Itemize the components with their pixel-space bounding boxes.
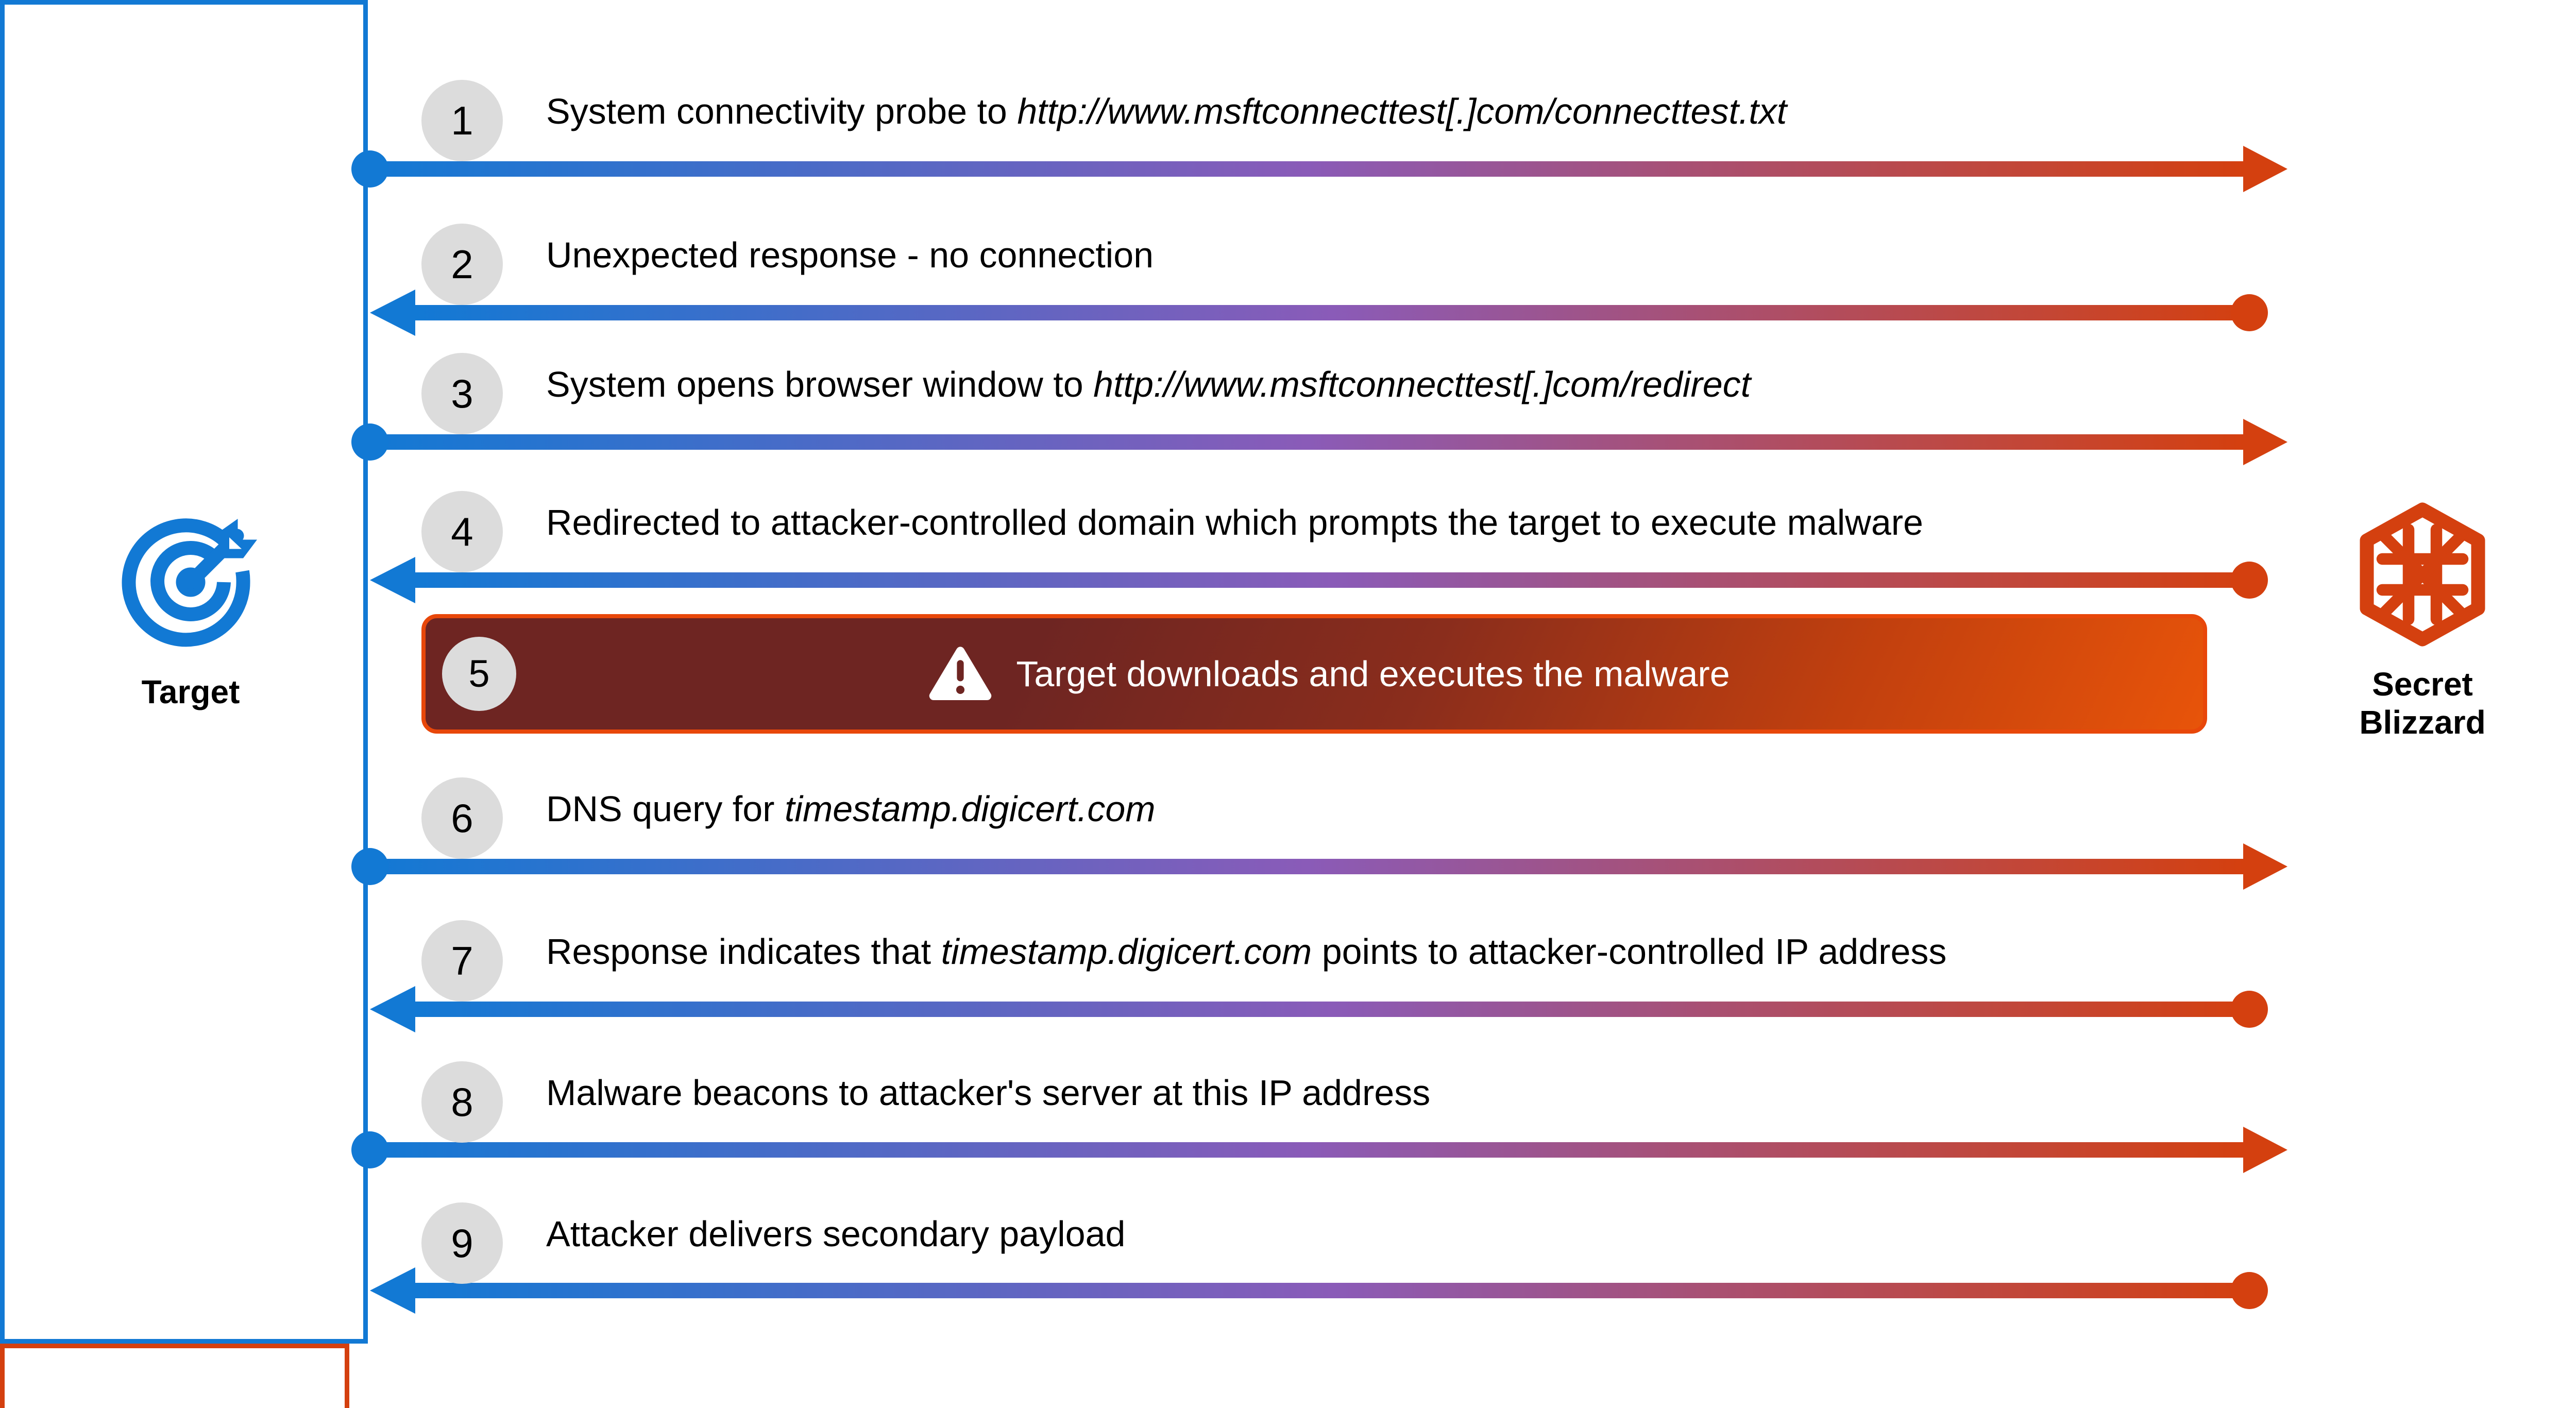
step-row-9: 9 Attacker delivers secondary payload (0, 1202, 2576, 1285)
step-number-badge: 7 (421, 920, 503, 1002)
step-row-4: 4 Redirected to attacker-controlled doma… (0, 491, 2576, 573)
step-number-badge: 8 (421, 1061, 503, 1143)
arrow-step-6 (351, 843, 2287, 890)
arrow-step-2 (370, 290, 2268, 336)
actor-target: Target (11, 505, 370, 711)
alert-label: Target downloads and executes the malwar… (1016, 654, 1730, 694)
step-row-6: 6 DNS query for timestamp.digicert.com (0, 777, 2576, 860)
arrow-step-3 (351, 419, 2287, 465)
step-label: System opens browser window to http://ww… (546, 364, 1751, 404)
step-row-5-alert: 5 Target downloads and executes the malw… (421, 614, 2207, 734)
alert-content: Target downloads and executes the malwar… (453, 644, 2203, 704)
step-label: Unexpected response - no connection (546, 235, 1154, 275)
actor-lane-attacker (0, 1344, 349, 1408)
arrow-step-4 (370, 557, 2268, 603)
step-number-badge: 6 (421, 777, 503, 859)
step-number-badge: 2 (421, 224, 503, 305)
actor-secret-blizzard-label: Secret Blizzard (2359, 666, 2486, 741)
step-label: System connectivity probe to http://www.… (546, 91, 1787, 131)
target-bullseye-icon (122, 518, 257, 647)
step-row-2: 2 Unexpected response - no connection (0, 224, 2576, 306)
step-row-8: 8 Malware beacons to attacker's server a… (0, 1061, 2576, 1144)
actor-secret-blizzard: Secret Blizzard (2252, 497, 2576, 741)
arrow-step-9 (370, 1267, 2268, 1314)
step-row-3: 3 System opens browser window to http://… (0, 353, 2576, 435)
step-number-badge: 3 (421, 353, 503, 434)
step-label: DNS query for timestamp.digicert.com (546, 789, 1156, 829)
step-label: Attacker delivers secondary payload (546, 1214, 1126, 1254)
arrow-step-7 (370, 986, 2268, 1032)
snowflake-hexagon-icon (2360, 502, 2485, 647)
step-label: Redirected to attacker-controlled domain… (546, 502, 1923, 542)
step-row-1: 1 System connectivity probe to http://ww… (0, 80, 2576, 162)
actor-lane-target (0, 0, 368, 1344)
step-row-7: 7 Response indicates that timestamp.digi… (0, 920, 2576, 1003)
actor-target-label: Target (141, 673, 240, 710)
step-number-badge: 5 (442, 637, 516, 711)
step-number-badge: 9 (421, 1202, 503, 1284)
step-number-badge: 4 (421, 491, 503, 572)
arrow-step-8 (351, 1127, 2287, 1173)
step-number-badge: 1 (421, 80, 503, 161)
step-label: Malware beacons to attacker's server at … (546, 1073, 1431, 1113)
arrow-step-1 (351, 146, 2287, 192)
warning-triangle-icon (929, 647, 992, 700)
step-label: Response indicates that timestamp.digice… (546, 931, 1947, 972)
